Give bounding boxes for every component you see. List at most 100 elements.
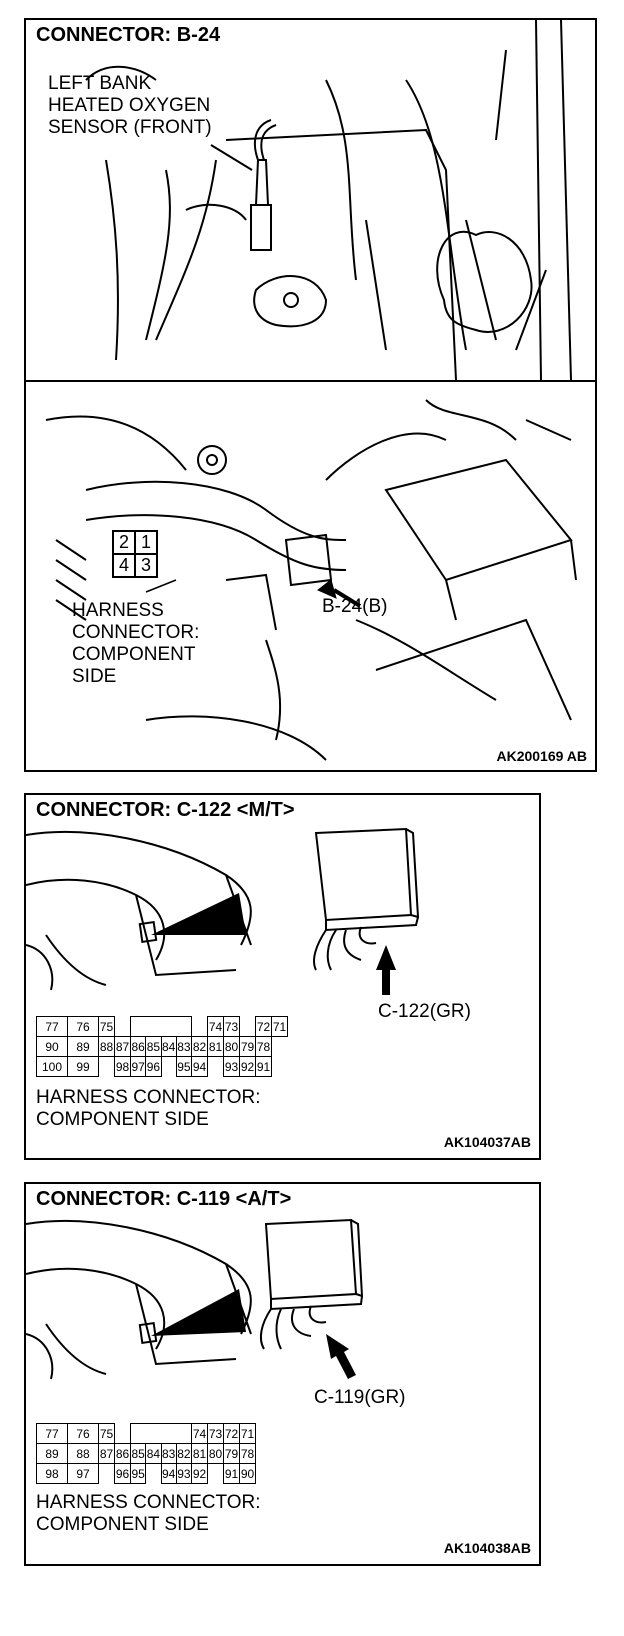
pin-cell: 93 — [223, 1056, 240, 1077]
panel-divider — [26, 380, 595, 382]
pin-cell: 79 — [239, 1036, 256, 1057]
pin-cell: 87 — [98, 1443, 115, 1464]
pin-cell: 91 — [255, 1056, 272, 1077]
pin-cell: 98 — [36, 1463, 68, 1484]
pin-grid: 77 76 75 74 73 72 71 89 88 87 86 85 84 8… — [36, 1423, 256, 1484]
pin-cell: 78 — [239, 1443, 256, 1464]
pin-cell: 84 — [160, 1036, 177, 1057]
pin-cell: 85 — [145, 1036, 162, 1057]
pin-cell: 76 — [67, 1423, 99, 1444]
pin-cell: 95 — [175, 1056, 193, 1077]
pin-gap — [99, 1464, 115, 1484]
pin-cell: 4 — [112, 553, 136, 578]
pin-gap — [208, 1464, 224, 1484]
panel-title: CONNECTOR: C-119 <A/T> — [36, 1188, 292, 1210]
pin-cell: 88 — [67, 1443, 99, 1464]
harness-label-line-1: HARNESS CONNECTOR: — [36, 1492, 261, 1513]
pin-gap — [161, 1057, 176, 1077]
pin-cell: 73 — [223, 1016, 240, 1037]
pin-gap — [192, 1017, 208, 1037]
pin-cell: 99 — [67, 1056, 99, 1077]
harness-label-line-4: SIDE — [72, 666, 117, 687]
pin-cell: 80 — [223, 1036, 240, 1057]
pin-cell: 73 — [207, 1423, 224, 1444]
dashboard-illustration — [26, 827, 420, 995]
pin-diagram-4pin: 2 1 4 3 — [112, 530, 158, 578]
pin-cell: 78 — [255, 1036, 272, 1057]
pin-cell: 81 — [207, 1036, 224, 1057]
harness-label-line-1: HARNESS — [72, 600, 164, 621]
pin-cell: 86 — [114, 1443, 131, 1464]
figure-code: AK104037AB — [443, 1134, 531, 1150]
pin-key-cell — [130, 1423, 192, 1444]
pin-cell: 100 — [36, 1056, 68, 1077]
connector-callout: B-24(B) — [322, 596, 388, 617]
connector-c119-panel: CONNECTOR: C-119 <A/T> C-119(GR) 77 76 7… — [24, 1182, 541, 1566]
pin-gap — [146, 1464, 161, 1484]
harness-label-line-3: COMPONENT — [72, 644, 196, 665]
harness-label-line-1: HARNESS CONNECTOR: — [36, 1087, 261, 1108]
pin-cell: 82 — [175, 1443, 193, 1464]
pin-cell: 75 — [98, 1423, 115, 1444]
pin-cell: 90 — [36, 1036, 68, 1057]
sensor-label-line-2: HEATED OXYGEN — [48, 95, 211, 116]
pin-gap — [115, 1424, 131, 1444]
pin-cell: 85 — [129, 1443, 147, 1464]
pin-gap — [208, 1057, 224, 1077]
pin-cell: 95 — [129, 1463, 147, 1484]
pin-cell: 79 — [223, 1443, 240, 1464]
pin-cell: 83 — [175, 1036, 193, 1057]
pin-gap — [115, 1017, 131, 1037]
pin-cell: 96 — [145, 1056, 162, 1077]
pin-cell: 81 — [191, 1443, 208, 1464]
pin-cell: 87 — [114, 1036, 131, 1057]
connector-b24-panel: CONNECTOR: B-24 LEFT BANK HEATED OXYGEN … — [24, 18, 597, 772]
pin-cell: 74 — [207, 1016, 224, 1037]
pin-key-cell — [130, 1016, 192, 1037]
pin-cell: 80 — [207, 1443, 224, 1464]
pin-cell: 92 — [191, 1463, 208, 1484]
harness-label-line-2: COMPONENT SIDE — [36, 1109, 209, 1130]
pin-cell: 92 — [239, 1056, 256, 1077]
pin-cell: 72 — [255, 1016, 272, 1037]
pin-cell: 94 — [191, 1056, 208, 1077]
pin-cell: 77 — [36, 1423, 68, 1444]
pin-cell: 88 — [98, 1036, 115, 1057]
pin-cell: 93 — [175, 1463, 193, 1484]
pin-cell: 89 — [36, 1443, 68, 1464]
connector-c122-panel: CONNECTOR: C-122 <M/T> C-122(GR) 77 76 7… — [24, 793, 541, 1160]
pin-gap — [240, 1017, 256, 1037]
pin-cell: 72 — [223, 1423, 240, 1444]
pin-cell: 74 — [191, 1423, 208, 1444]
dashboard-illustration — [26, 1218, 364, 1380]
connector-callout: C-119(GR) — [314, 1387, 406, 1408]
pin-cell: 2 — [112, 530, 136, 555]
panel-title: CONNECTOR: C-122 <M/T> — [36, 799, 295, 821]
pin-cell: 91 — [223, 1463, 240, 1484]
harness-label-line-2: CONNECTOR: — [72, 622, 200, 643]
pin-gap — [99, 1057, 115, 1077]
pin-cell: 97 — [67, 1463, 99, 1484]
figure-code: AK104038AB — [443, 1540, 531, 1556]
pin-cell: 84 — [145, 1443, 162, 1464]
pin-cell: 98 — [114, 1056, 131, 1077]
harness-label-line-2: COMPONENT SIDE — [36, 1514, 209, 1535]
pin-cell: 71 — [271, 1016, 288, 1037]
pin-cell: 89 — [67, 1036, 99, 1057]
pin-cell: 86 — [129, 1036, 147, 1057]
pin-cell: 71 — [239, 1423, 256, 1444]
pin-cell: 1 — [134, 530, 158, 555]
panel-title: CONNECTOR: B-24 — [36, 24, 221, 46]
pin-grid: 77 76 75 74 73 72 71 90 89 88 87 86 85 8… — [36, 1016, 288, 1077]
pin-cell: 97 — [129, 1056, 147, 1077]
figure-code: AK200169 AB — [492, 748, 587, 764]
pin-cell: 94 — [160, 1463, 177, 1484]
pin-cell: 3 — [134, 553, 158, 578]
pin-cell: 75 — [98, 1016, 115, 1037]
sensor-label-line-1: LEFT BANK — [48, 73, 152, 94]
pin-cell: 76 — [67, 1016, 99, 1037]
pin-cell: 82 — [191, 1036, 208, 1057]
engine-illustration — [45, 20, 577, 761]
pin-cell: 90 — [239, 1463, 256, 1484]
connector-callout: C-122(GR) — [378, 1001, 471, 1022]
